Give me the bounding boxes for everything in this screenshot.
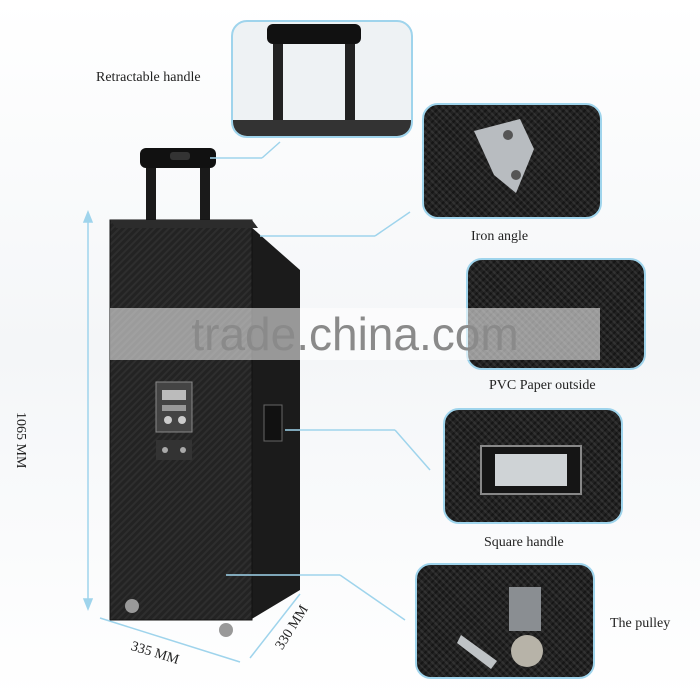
detail-square-handle — [443, 408, 623, 524]
side-square-handle — [263, 404, 283, 442]
pulley-left — [125, 599, 139, 613]
label-square-handle: Square handle — [484, 535, 564, 550]
detail-pulley — [415, 563, 595, 679]
watermark: trade.china.com — [110, 308, 600, 360]
pulley-right — [219, 623, 233, 637]
label-pvc-paper: PVC Paper outside — [489, 378, 596, 393]
control-panel — [155, 381, 193, 460]
dimension-lines — [82, 141, 431, 663]
label-retractable-handle: Retractable handle — [96, 70, 201, 85]
label-pulley: The pulley — [610, 616, 671, 631]
label-iron-angle: Iron angle — [471, 229, 529, 244]
detail-iron-angle — [422, 103, 602, 219]
dimension-height: 1065 MM — [13, 412, 28, 469]
detail-retractable-handle — [231, 20, 413, 138]
